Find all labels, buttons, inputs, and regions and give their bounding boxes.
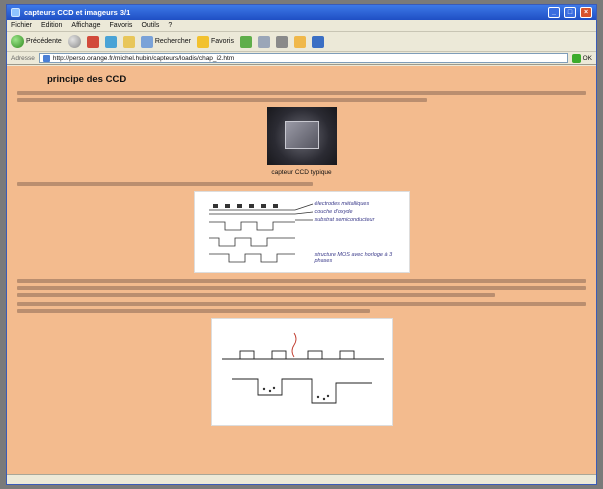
figure-charge-transfer (17, 318, 586, 426)
browser-window: capteurs CCD et imageurs 3/1 _ □ × Fichi… (6, 4, 597, 485)
page-title: principe des CCD (47, 74, 127, 85)
diagram-label-substrate: substrat semiconducteur (314, 217, 375, 223)
charge-transfer-diagram (210, 318, 393, 426)
menu-bar: Fichier Edition Affichage Favoris Outils… (7, 20, 596, 32)
maximize-button[interactable]: □ (564, 7, 576, 18)
figure-mos-structure: électrodes métalliques couche d'oxyde su… (17, 191, 586, 273)
diagram-label-oxide: couche d'oxyde (314, 209, 353, 215)
minimize-button[interactable]: _ (548, 7, 560, 18)
history-icon[interactable] (239, 35, 252, 48)
address-label: Adresse (11, 54, 35, 62)
search-icon (140, 35, 153, 48)
page-content: principe des CCD capteur CCD typique (7, 66, 596, 426)
favorites-label: Favoris (211, 38, 234, 45)
print-icon[interactable] (275, 35, 288, 48)
mail-icon[interactable] (257, 35, 270, 48)
window-title: capteurs CCD et imageurs 3/1 (24, 8, 131, 17)
stop-icon[interactable] (86, 35, 99, 48)
go-button[interactable]: OK (571, 53, 592, 63)
menu-help[interactable]: ? (168, 22, 173, 29)
status-bar (7, 474, 596, 484)
back-label: Précédente (26, 38, 62, 45)
paragraph-practice (17, 302, 586, 313)
figure-caption: capteur CCD typique (271, 169, 332, 176)
refresh-icon[interactable] (104, 35, 117, 48)
address-input[interactable]: http://perso.orange.fr/michel.hubin/capt… (38, 53, 568, 63)
toolbar: Précédente Rechercher Favoris (7, 32, 596, 52)
mos-structure-diagram: électrodes métalliques couche d'oxyde su… (193, 191, 410, 273)
title-bar: capteurs CCD et imageurs 3/1 _ □ × (7, 5, 596, 20)
home-icon[interactable] (122, 35, 135, 48)
intro-paragraph (17, 91, 586, 102)
folder-icon[interactable] (293, 35, 306, 48)
page-icon (42, 54, 50, 62)
back-button[interactable]: Précédente (11, 35, 62, 48)
address-bar: Adresse http://perso.orange.fr/michel.hu… (7, 52, 596, 65)
go-label: OK (582, 54, 592, 62)
menu-affichage[interactable]: Affichage (71, 22, 101, 29)
messenger-icon[interactable] (311, 35, 324, 48)
address-url: http://perso.orange.fr/michel.hubin/capt… (52, 54, 235, 62)
mos-diagram-svg (208, 203, 313, 263)
page-viewport[interactable]: principe des CCD capteur CCD typique (7, 66, 596, 476)
menu-fichier[interactable]: Fichier (11, 22, 33, 29)
transfer-diagram-svg (221, 332, 384, 404)
forward-button[interactable] (67, 35, 81, 48)
go-arrow-icon (571, 53, 581, 63)
menu-favoris[interactable]: Favoris (109, 22, 133, 29)
diagram-label-electrodes: électrodes métalliques (314, 201, 370, 207)
paragraph-voltages (17, 279, 586, 297)
figure-ccd-chip: capteur CCD typique (17, 107, 586, 176)
ccd-chip-photo (266, 107, 337, 165)
search-button[interactable]: Rechercher (140, 35, 191, 48)
star-icon (197, 35, 209, 48)
close-button[interactable]: × (580, 7, 592, 18)
favorites-button[interactable]: Favoris (197, 35, 234, 48)
diagram-label-mos: structure MOS avec horloge à 3 phases (314, 252, 393, 264)
menu-outils[interactable]: Outils (141, 22, 160, 29)
search-label: Rechercher (154, 38, 191, 45)
menu-edition[interactable]: Edition (41, 22, 63, 29)
paragraph-electrodes (17, 182, 586, 186)
ie-app-icon (11, 8, 20, 17)
back-arrow-icon (11, 35, 24, 48)
